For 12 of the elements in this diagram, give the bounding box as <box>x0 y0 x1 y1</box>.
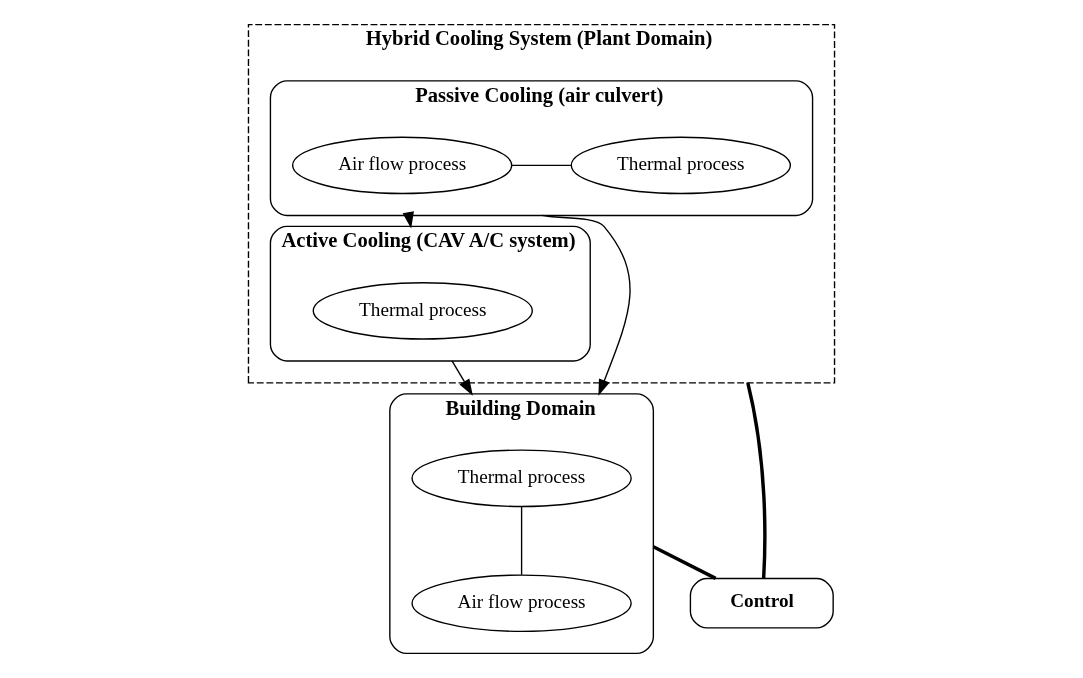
arrow <box>541 214 631 396</box>
arrow <box>451 360 473 396</box>
connector <box>652 545 717 580</box>
node-ellipse: Air flow process <box>411 574 632 633</box>
connector <box>520 506 523 576</box>
node-ellipse: Thermal process <box>570 136 792 195</box>
connector <box>511 164 572 167</box>
node-ellipse: Thermal process <box>312 282 533 340</box>
node-box: Control <box>689 577 834 629</box>
connector <box>746 382 767 579</box>
node-ellipse: Air flow process <box>291 136 513 195</box>
node-ellipse: Thermal process <box>411 449 632 508</box>
